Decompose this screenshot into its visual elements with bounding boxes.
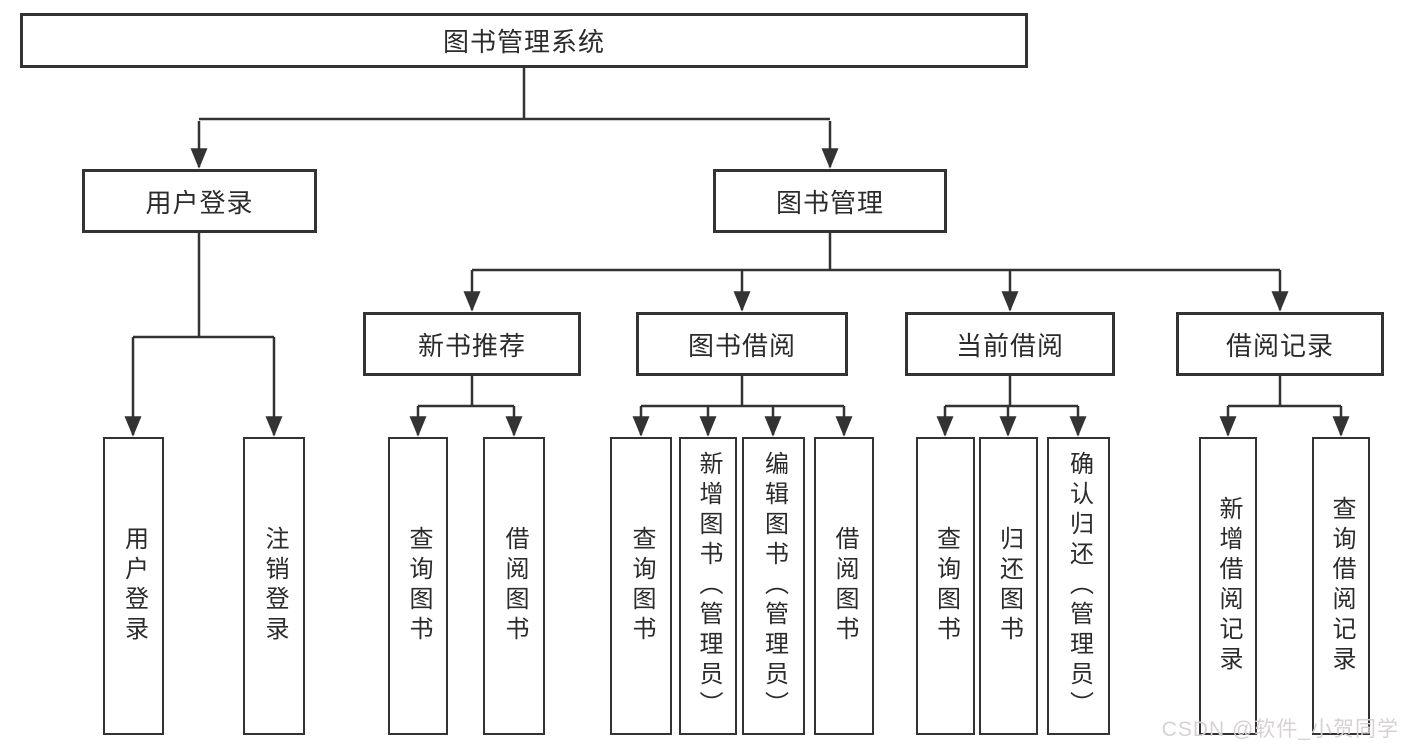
leaf-logout: 注销登录 — [243, 437, 305, 735]
leaf-query-borrow-record: 查询借阅记录 — [1312, 437, 1370, 735]
leaf-current-query-book: 查询图书 — [916, 437, 975, 735]
leaf-return-book: 归还图书 — [979, 437, 1038, 735]
node-root-system: 图书管理系统 — [20, 13, 1028, 68]
leaf-edit-book-admin: 编辑图书（管理员） — [742, 437, 805, 735]
node-book-borrowing: 图书借阅 — [636, 312, 848, 376]
node-user-login: 用户登录 — [82, 169, 317, 233]
node-book-management: 图书管理 — [713, 169, 947, 233]
leaf-user-login: 用户登录 — [103, 437, 164, 735]
leaf-recommend-query-book: 查询图书 — [388, 437, 448, 735]
node-current-borrowing: 当前借阅 — [905, 312, 1115, 376]
leaf-borrowing-query-book: 查询图书 — [610, 437, 672, 735]
leaf-add-book-admin: 新增图书（管理员） — [679, 437, 737, 735]
node-new-book-recommendation: 新书推荐 — [363, 312, 581, 376]
leaf-recommend-borrow-book: 借阅图书 — [483, 437, 545, 735]
leaf-confirm-return-admin: 确认归还（管理员） — [1047, 437, 1110, 735]
leaf-borrow-book: 借阅图书 — [814, 437, 874, 735]
csdn-watermark: CSDN @软件_小贺同学 — [1161, 718, 1399, 741]
node-borrowing-records: 借阅记录 — [1176, 312, 1384, 376]
leaf-add-borrow-record: 新增借阅记录 — [1199, 437, 1257, 735]
